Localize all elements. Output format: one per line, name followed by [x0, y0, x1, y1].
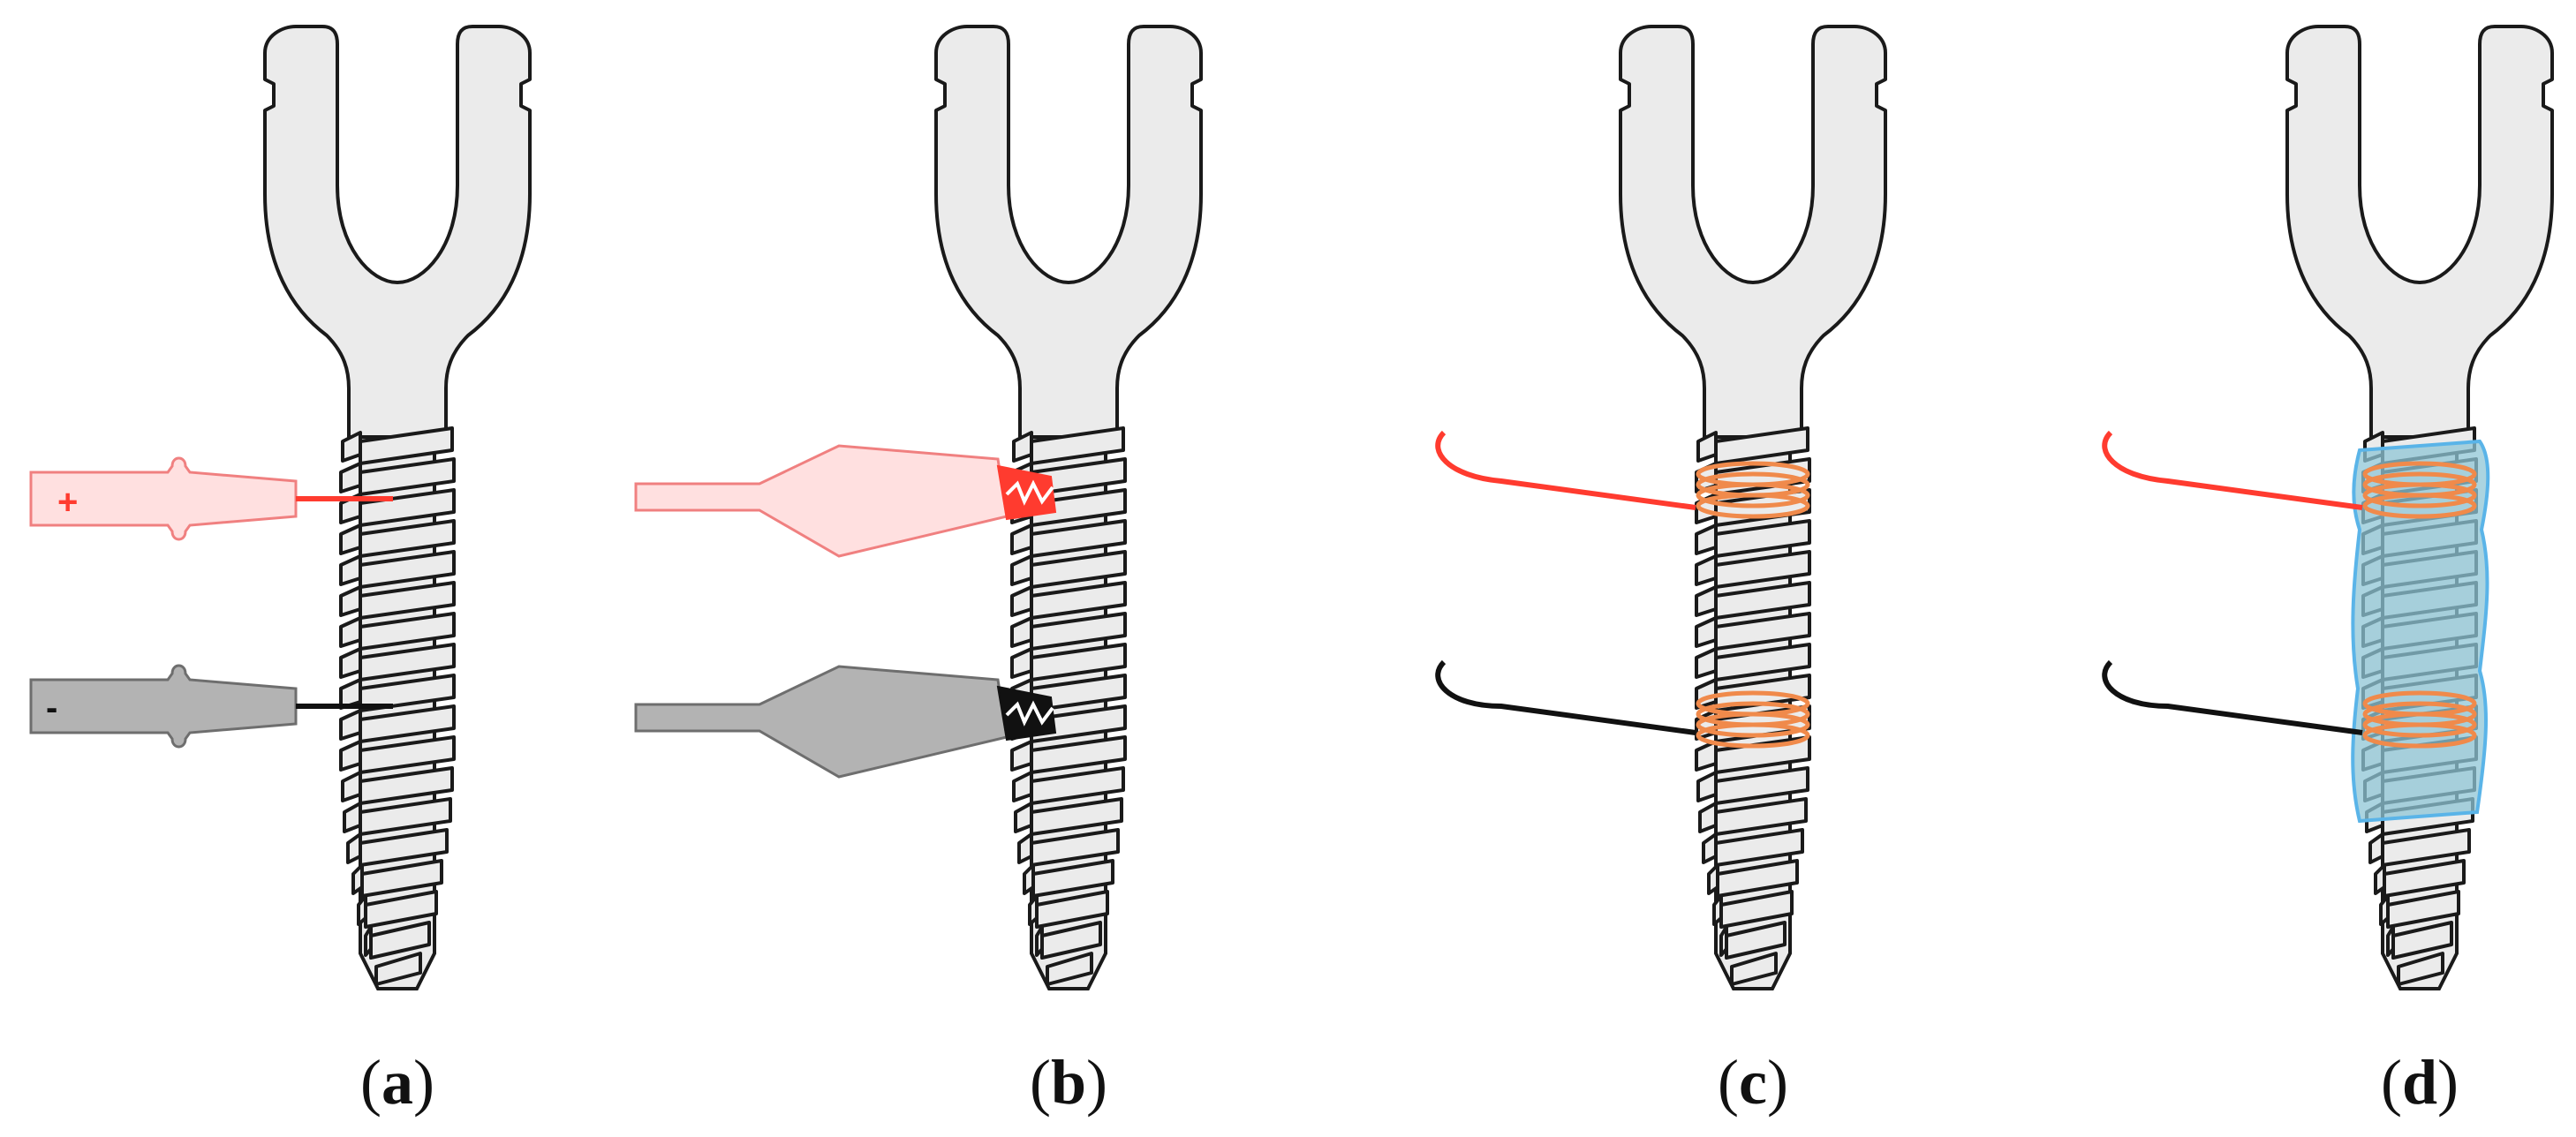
- pedicle-screw: [263, 25, 532, 990]
- panel-b: (b): [634, 25, 1203, 1118]
- caption-b: (b): [1030, 1047, 1107, 1118]
- negative-wire: [1435, 659, 1696, 735]
- negative-wire: [2102, 659, 2363, 735]
- caption-a: (a): [360, 1047, 434, 1118]
- negative-pin-probe: -: [29, 664, 393, 749]
- positive-sign: +: [57, 483, 78, 522]
- panel-c: (c): [1435, 25, 1887, 1118]
- positive-pin-probe: +: [29, 456, 393, 541]
- caption-d: (d): [2381, 1047, 2459, 1118]
- positive-alligator-clip: [634, 444, 1057, 558]
- panel-a: + - (a): [29, 25, 532, 1118]
- panel-d: (d): [2102, 25, 2554, 1118]
- negative-sign: -: [46, 689, 57, 727]
- positive-wire: [2102, 430, 2363, 510]
- positive-wire: [1435, 430, 1696, 510]
- negative-alligator-clip: [634, 665, 1057, 779]
- caption-c: (c): [1718, 1047, 1788, 1118]
